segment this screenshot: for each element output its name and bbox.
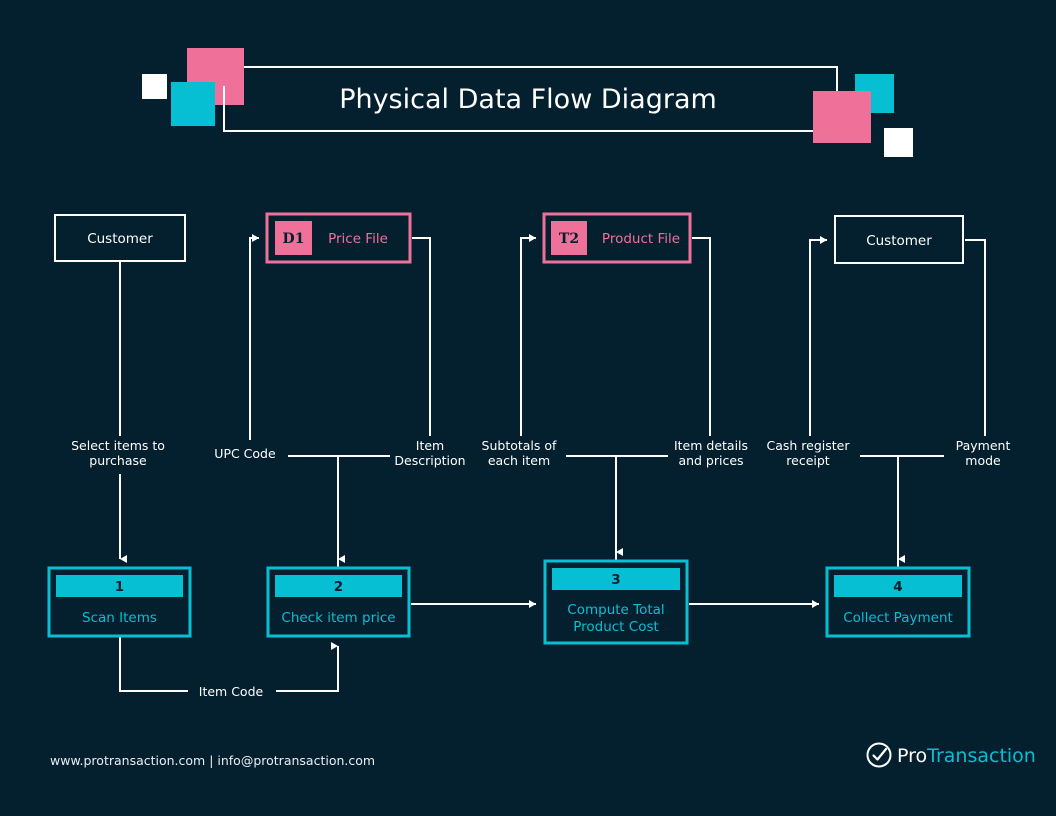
page-title: Physical Data Flow Diagram [339,84,717,115]
process-3-label-line-2: Product Cost [573,619,659,635]
process-3-header-fill [552,568,680,590]
flow-label-item-code-line-1: Item Code [199,684,264,699]
process-2[interactable]: 2 Check item price [266,566,411,638]
process-3-label-line-1: Compute Total [567,602,664,618]
flow-line-cash-register-receipt [809,236,899,568]
process-2-header-fill [275,575,402,597]
entity-customer-left-label: Customer [87,231,153,247]
data-store-d1[interactable]: D1 Price File [265,212,412,264]
process-1-number: 1 [115,579,124,595]
flow-line-upc-code [249,234,339,568]
process-1-header-fill [56,575,183,597]
flow-label-item-description-line-2: Description [394,453,465,468]
entity-customer-right[interactable]: Customer [834,215,964,264]
process-1-box[interactable] [47,566,192,638]
process-2-number: 2 [334,579,343,595]
data-store-t2-tag-fill [551,221,587,255]
process-4-box[interactable] [825,566,971,638]
process-1-label: Scan Items [82,610,157,626]
check-circle-icon [866,742,892,768]
process-2-label: Check item price [281,610,395,626]
data-store-d1-tag-fill [275,221,312,255]
brand-logo-text-transaction: Transaction [926,745,1036,767]
brand-logo[interactable]: ProTransaction [866,742,1036,768]
label-gap-masks [66,436,1030,704]
flow-line-subtotals [520,234,617,561]
process-2-box[interactable] [266,566,411,638]
decor-square-pink-right [813,91,871,143]
decor-square-white-left [142,74,167,99]
data-store-t2-box[interactable] [542,212,692,264]
process-1[interactable]: 1 Scan Items [47,566,192,638]
data-store-d1-box[interactable] [265,212,412,264]
flow-line-payment-mode [965,239,986,437]
process-3-number: 3 [611,572,620,588]
process-4-number: 4 [893,579,902,595]
flow-label-payment-mode: Payment mode [956,438,1011,468]
footer-contact[interactable]: www.protransaction.com | info@protransac… [50,753,375,768]
flow-label-upc-code: UPC Code [214,446,276,461]
flow-line-item-details [692,237,711,437]
data-store-t2-name: Product File [602,231,680,247]
flow-label-payment-mode-line-1: Payment [956,438,1011,453]
process-3[interactable]: 3 Compute Total Product Cost [543,559,689,645]
process-4[interactable]: 4 Collect Payment [825,566,971,638]
flow-label-cash-register-receipt: Cash register receipt [766,438,850,468]
process-3-box[interactable] [543,559,689,645]
process-4-header-fill [834,575,962,597]
brand-logo-text-pro: Pro [897,745,927,767]
data-store-t2-tag-label: T2 [559,231,579,247]
flow-label-select-items: Select items to purchase [71,438,165,468]
flow-label-cash-register-receipt-line-2: receipt [786,453,830,468]
flow-label-upc-code-line-1: UPC Code [214,446,276,461]
flow-label-subtotals-line-1: Subtotals of [482,438,558,453]
decor-square-cyan-left [171,82,215,126]
flow-label-item-code: Item Code [199,684,264,699]
flow-label-select-items-line-2: purchase [89,453,147,468]
flow-label-subtotals: Subtotals of each item [482,438,558,468]
flow-label-item-details: Item details and prices [674,438,748,468]
flow-label-select-items-line-1: Select items to [71,438,165,453]
brand-logo-text: ProTransaction [897,745,1036,767]
flow-label-item-details-line-1: Item details [674,438,748,453]
header-decoration [142,48,913,157]
flow-label-payment-mode-line-2: mode [965,453,1001,468]
entity-customer-left-box[interactable] [54,214,186,262]
flow-line-item-description [412,237,431,437]
flow-label-item-details-line-2: and prices [678,453,743,468]
entity-customer-right-label: Customer [866,233,932,249]
entity-customer-right-box[interactable] [834,215,964,264]
flow-label-item-description-line-1: Item [416,438,444,453]
flow-label-subtotals-line-2: each item [488,453,550,468]
entity-customer-left[interactable]: Customer [54,214,186,262]
process-4-label: Collect Payment [843,610,953,626]
data-store-d1-name: Price File [328,231,388,247]
flow-label-item-description: Item Description [394,438,465,468]
flow-label-cash-register-receipt-line-1: Cash register [766,438,850,453]
data-store-t2[interactable]: T2 Product File [542,212,692,264]
data-store-d1-tag-label: D1 [283,231,305,247]
decor-square-white-right [884,128,913,157]
